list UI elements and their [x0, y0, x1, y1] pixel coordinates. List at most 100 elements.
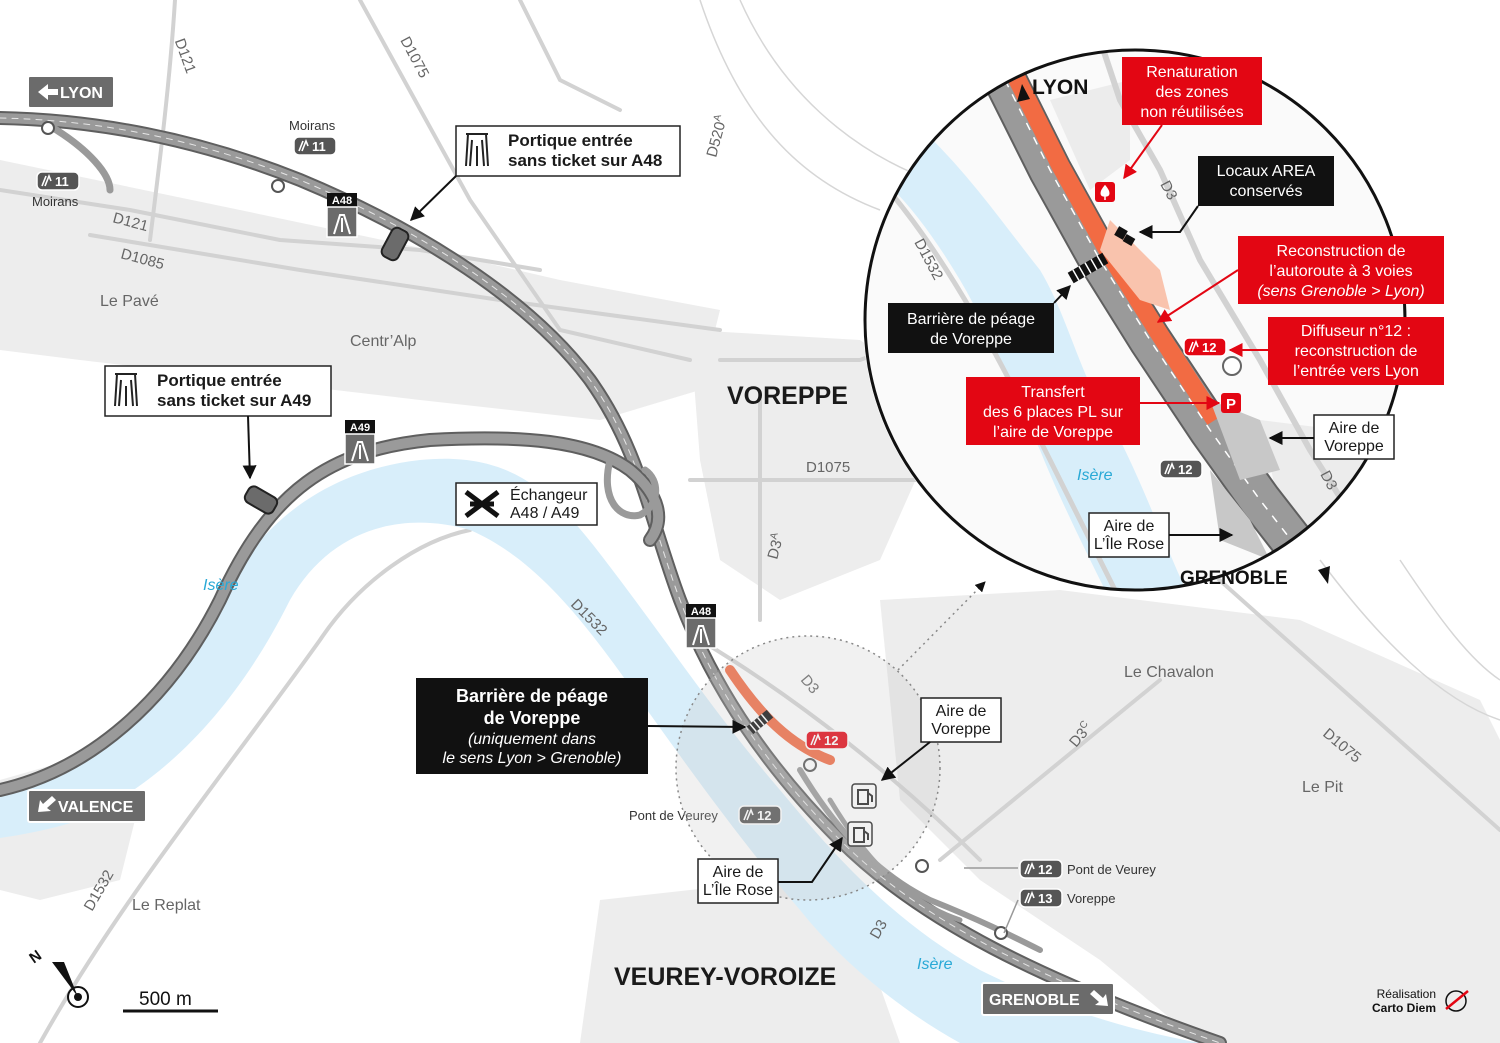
junction-dots [41, 121, 1008, 940]
road-label: D3A [763, 531, 787, 561]
arrow-down-right-icon [1090, 990, 1108, 1006]
river-label: Isère [917, 956, 953, 973]
inset-callout-diffuseur: Diffuseur n°12 : reconstruction de l’ent… [1228, 317, 1444, 385]
north-arrow-icon [52, 962, 78, 997]
direction-sign-lyon: LYON [27, 75, 115, 109]
barriere-marker [746, 709, 774, 735]
svg-text:12: 12 [757, 808, 771, 823]
place-labels: Moirans Moirans Le Pavé Centr’Alp Le Cha… [32, 118, 1343, 991]
svg-text:Aire de: Aire de [1104, 518, 1155, 535]
svg-text:A48: A48 [332, 195, 352, 207]
fuel-station-icon [847, 821, 873, 847]
svg-text:13: 13 [1038, 891, 1052, 906]
exit-badge-13-right: 13 Voreppe [1019, 888, 1115, 908]
portique-a49-marker [243, 485, 279, 515]
svg-text:11: 11 [55, 174, 69, 189]
place-label: Moirans [289, 118, 336, 133]
callout-aire-voreppe: Aire de Voreppe [880, 697, 1002, 781]
svg-text:11: 11 [312, 139, 326, 154]
town-voreppe: VOREPPE [727, 382, 848, 410]
road-label: D520A [702, 113, 730, 159]
svg-text:Transfert: Transfert [1021, 384, 1085, 401]
svg-text:12: 12 [1202, 340, 1216, 355]
svg-text:P: P [1226, 396, 1236, 413]
svg-text:Voreppe: Voreppe [1324, 438, 1384, 455]
svg-text:Portique entrée: Portique entrée [508, 131, 633, 150]
carto-diem-logo-icon [1445, 990, 1467, 1012]
place-label: Moirans [32, 194, 79, 209]
svg-text:conservés: conservés [1230, 183, 1303, 200]
road-label: D121 [171, 36, 199, 76]
svg-text:des 6 places PL sur: des 6 places PL sur [983, 404, 1124, 421]
svg-text:L’Île Rose: L’Île Rose [1094, 534, 1164, 553]
place-label: Le Chavalon [1124, 664, 1214, 681]
svg-text:Locaux AREA: Locaux AREA [1217, 163, 1316, 180]
svg-text:l’aire de Voreppe: l’aire de Voreppe [993, 424, 1113, 441]
svg-text:12: 12 [824, 733, 838, 748]
callout-echangeur: Échangeur A48 / A49 [455, 482, 598, 526]
svg-text:le sens Lyon > Grenoble): le sens Lyon > Grenoble) [443, 750, 622, 767]
svg-text:Pont de Veurey: Pont de Veurey [1067, 862, 1156, 877]
direction-sign-grenoble: GRENOBLE [981, 982, 1115, 1016]
svg-text:Échangeur: Échangeur [510, 485, 588, 504]
tree-icon [1095, 182, 1115, 202]
exit-badge-11-a: 11 [293, 136, 337, 156]
svg-text:Barrière de péage: Barrière de péage [907, 311, 1035, 328]
river-label: Isère [1077, 467, 1113, 484]
motorway-shield-a49: A49 [344, 420, 376, 465]
svg-text:Voreppe: Voreppe [931, 721, 991, 738]
exit-icon [1024, 890, 1035, 904]
svg-text:Portique entrée: Portique entrée [157, 371, 282, 390]
svg-text:non réutilisées: non réutilisées [1140, 104, 1243, 121]
road-label: D1075 [806, 459, 850, 476]
fuel-station-icon [851, 783, 877, 809]
inset-map: LYON GRENOBLE Isère D1532 D3 D3 12 12 P [863, 48, 1444, 592]
svg-text:Aire de: Aire de [1329, 420, 1380, 437]
direction-sign-valence: VALENCE [27, 789, 147, 823]
svg-text:500 m: 500 m [139, 989, 192, 1010]
exit-badge-12-right: 12 Pont de Veurey [1019, 859, 1156, 879]
motorway-icon [333, 214, 351, 235]
svg-text:reconstruction de: reconstruction de [1295, 343, 1418, 360]
svg-text:sans ticket sur A49: sans ticket sur A49 [157, 391, 311, 410]
exit-icon [41, 173, 52, 187]
town-veurey-voroize: VEUREY-VOROIZE [614, 963, 836, 991]
credit: Réalisation Carto Diem [1372, 987, 1469, 1015]
svg-text:A48: A48 [691, 606, 711, 618]
exit-icon [1188, 339, 1199, 353]
svg-text:Aire de: Aire de [936, 703, 987, 720]
svg-text:12: 12 [1038, 862, 1052, 877]
motorway-shield-a48: A48 [326, 193, 358, 238]
svg-text:VALENCE: VALENCE [58, 799, 134, 816]
zoom-pointer [897, 581, 986, 671]
place-label: Centr’Alp [350, 333, 417, 350]
svg-text:des zones: des zones [1156, 84, 1229, 101]
interchange-icon [464, 490, 500, 518]
exit-badge-11-b: 11 [36, 171, 80, 191]
place-label: Le Pavé [100, 293, 159, 310]
building-icon [1114, 226, 1136, 246]
motorway-icon [692, 625, 710, 646]
exit-icon [298, 138, 309, 152]
motorway-icon [351, 441, 369, 462]
svg-text:l’entrée vers Lyon: l’entrée vers Lyon [1293, 363, 1419, 380]
place-label: Le Pit [1302, 779, 1343, 796]
svg-text:sans ticket sur A48: sans ticket sur A48 [508, 151, 662, 170]
svg-text:l’autoroute à 3 voies: l’autoroute à 3 voies [1269, 263, 1412, 280]
arrow-down-icon [1318, 566, 1330, 584]
portique-icon [465, 133, 489, 167]
inset-callout-locaux: Locaux AREA conservés [1138, 156, 1334, 239]
parking-icon: P [1221, 393, 1241, 413]
inset-callout-aire-ile-rose: Aire de L’Île Rose [1088, 512, 1234, 558]
portique-icon [114, 373, 138, 407]
callout-portique-a49: Portique entrée sans ticket sur A49 [104, 365, 332, 480]
terrain-lines [699, 0, 1500, 721]
inset-exit-badge-12-dark: 12 [1159, 459, 1203, 479]
inset-callout-barriere: Barrière de péage de Voreppe [888, 284, 1071, 353]
svg-text:Reconstruction de: Reconstruction de [1277, 243, 1406, 260]
river-isere [0, 458, 1200, 1043]
portique-a48-marker [380, 226, 410, 262]
place-label: Le Replat [132, 897, 201, 914]
exit-icon [1024, 861, 1035, 875]
